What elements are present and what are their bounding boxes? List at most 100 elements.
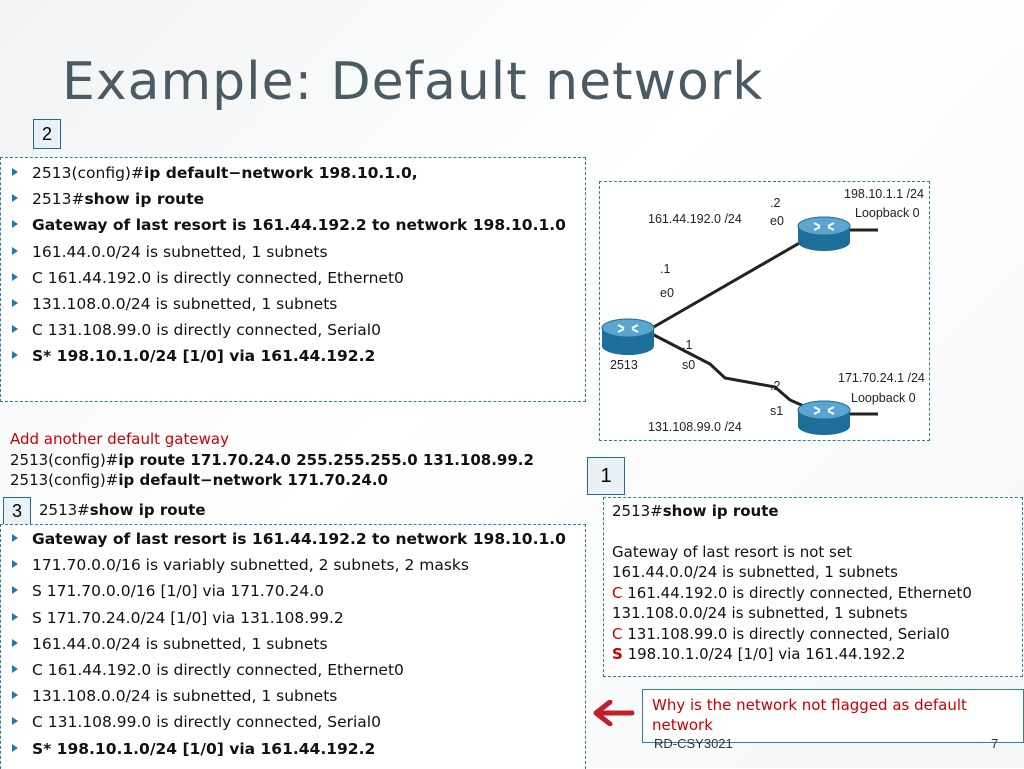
label-s0: s0: [682, 358, 696, 372]
bullet-arrow-icon: [12, 299, 18, 308]
ethernet-link: [651, 228, 823, 330]
list-item: S* 198.10.1.0/24 [1/0] via 161.44.192.2: [1, 343, 585, 369]
list-item: 2513#show ip route: [1, 186, 585, 212]
list-item: 161.44.0.0/24 is subnetted, 1 subnets: [1, 631, 585, 657]
list-item-text: C 131.108.99.0 is directly connected, Se…: [32, 713, 381, 732]
router-2513-icon: [601, 318, 655, 355]
list-item: 131.108.0.0/24 is subnetted, 1 subnets: [1, 683, 585, 709]
list-item-text: S 171.70.0.0/16 [1/0] via 171.70.24.0: [32, 582, 324, 601]
box3-prefix: 2513#: [39, 501, 90, 519]
label-dot1-e0: .1: [660, 262, 671, 276]
list-item-text: C 161.44.192.0 is directly connected, Et…: [32, 661, 404, 680]
list-item-text: 2513(config)#: [32, 164, 144, 182]
list-item: S* 198.10.1.0/24 [1/0] via 161.44.192.2: [1, 736, 585, 762]
box-number-1: 1: [587, 457, 625, 495]
list-item: C 131.108.99.0 is directly connected, Se…: [1, 709, 585, 735]
list-item-bold-text: show ip route: [84, 190, 205, 209]
bullet-arrow-icon: [12, 246, 18, 255]
bullet-arrow-icon: [12, 351, 18, 360]
right-cmd-prefix: 2513#: [612, 502, 663, 520]
list-item-bold-text: Gateway of last resort is 161.44.192.2 t…: [32, 216, 566, 235]
bullet-arrow-icon: [12, 325, 18, 334]
right-c1-line: C 161.44.192.0 is directly connected, Et…: [612, 583, 972, 604]
spacer: [612, 522, 972, 542]
label-dot1-s0: .1: [682, 338, 693, 352]
list-item: 171.70.0.0/16 is variably subnetted, 2 s…: [1, 552, 585, 578]
list-item: C 161.44.192.0 is directly connected, Et…: [1, 657, 585, 683]
add-gateway-text: Add another default gateway 2513(config)…: [10, 429, 534, 491]
list-item-text: 131.108.0.0/24 is subnetted, 1 subnets: [32, 687, 338, 706]
route-code-c1: C: [612, 583, 623, 602]
add-gateway-line-2: 2513(config)#ip default−network 171.70.2…: [10, 470, 534, 491]
bullet-arrow-icon: [12, 743, 18, 752]
right-cmd-line: 2513#show ip route: [612, 501, 972, 522]
network-diagram-svg: [601, 216, 878, 435]
route-output-panel-bottom: Gateway of last resort is 161.44.192.2 t…: [0, 524, 586, 769]
bullet-arrow-icon: [12, 560, 18, 569]
list-item-bold-text: ip default−network 198.10.1.0,: [143, 164, 418, 182]
list-item-text: 2513#: [32, 190, 85, 209]
bullet-arrow-icon: [12, 691, 18, 700]
route-c1-text: 161.44.192.0 is directly connected, Ethe…: [622, 583, 972, 602]
top-loopback-label: Loopback 0: [855, 206, 920, 220]
route-code-c2: C: [612, 624, 623, 643]
question-text: Why is the network not flagged as defaul…: [652, 696, 967, 734]
line1-prefix: 2513(config)#: [10, 450, 119, 469]
bullet-arrow-icon: [12, 272, 18, 281]
box3-command-label: 2513#show ip route: [39, 501, 206, 519]
list-item: C 161.44.192.0 is directly connected, Et…: [1, 265, 585, 291]
right-c2-line: C 131.108.99.0 is directly connected, Se…: [612, 624, 972, 645]
bottom-loopback-label: Loopback 0: [851, 391, 916, 405]
list-item: S 171.70.24.0/24 [1/0] via 131.108.99.2: [1, 605, 585, 631]
router-bottom-icon: [797, 400, 851, 435]
label-dot2-s1: .2: [770, 379, 781, 393]
list-item: S 171.70.0.0/16 [1/0] via 171.70.24.0: [1, 578, 585, 604]
list-item: 2513(config)#ip default−network 198.10.1…: [1, 160, 585, 186]
list-item: Gateway of last resort is 161.44.192.2 t…: [1, 526, 585, 552]
bullet-arrow-icon: [12, 534, 18, 542]
list-item: Gateway of last resort is 161.44.192.2 t…: [1, 212, 585, 238]
route-s-text: 198.10.1.0/24 [1/0] via 161.44.192.2: [622, 645, 906, 663]
line2-prefix: 2513(config)#: [10, 471, 119, 489]
network-diagram: 161.44.192.0 /24 .2 e0 198.10.1.1 /24 Lo…: [599, 181, 930, 441]
bullet-arrow-icon: [12, 665, 18, 674]
right-s-line: S 198.10.1.0/24 [1/0] via 161.44.192.2: [612, 644, 972, 665]
list-item: 131.108.0.0/24 is subnetted, 1 subnets: [1, 291, 585, 317]
bullet-arrow-icon: [12, 194, 18, 203]
footer-page-number: 7: [991, 736, 999, 751]
list-item: 161.44.0.0/24 is subnetted, 1 subnets: [1, 239, 585, 265]
bullet-arrow-icon: [12, 638, 18, 647]
label-s1: s1: [770, 404, 784, 418]
list-item-text: 161.44.0.0/24 is subnetted, 1 subnets: [32, 634, 328, 653]
route-code-s: S: [612, 645, 623, 663]
list-item-text: C 161.44.192.0 is directly connected, Et…: [32, 268, 404, 287]
bullet-arrow-icon: [12, 612, 18, 621]
list-item-text: C 131.108.99.0 is directly connected, Se…: [32, 321, 381, 340]
add-gateway-line-1: 2513(config)#ip route 171.70.24.0 255.25…: [10, 450, 534, 471]
box-number-2: 2: [33, 119, 61, 149]
slide-title: Example: Default network: [62, 52, 764, 112]
line2-command: ip default−network 171.70.24.0: [118, 471, 388, 489]
router-name-label: 2513: [610, 358, 638, 372]
question-box: Why is the network not flagged as defaul…: [642, 689, 1024, 743]
label-e0-left: e0: [660, 286, 674, 300]
label-e0-top: e0: [770, 214, 784, 228]
list-item: C 131.108.99.0 is directly connected, Se…: [1, 317, 585, 343]
label-dot2-top: .2: [770, 196, 781, 210]
add-gateway-heading: Add another default gateway: [10, 430, 229, 448]
box3-command: show ip route: [89, 501, 206, 519]
net-label-top: 161.44.192.0 /24: [648, 212, 742, 226]
bullet-arrow-icon: [12, 168, 18, 176]
route-c2-text: 131.108.99.0 is directly connected, Seri…: [622, 624, 950, 643]
bullet-arrow-icon: [12, 717, 18, 726]
route-output-box-right: 2513#show ip route Gateway of last resor…: [603, 497, 1023, 677]
serial-link: [651, 332, 823, 416]
net-label-bottom: 131.108.99.0 /24: [648, 420, 742, 434]
line1-command: ip route 171.70.24.0 255.255.255.0 131.1…: [118, 450, 534, 469]
right-sub2-line: 131.108.0.0/24 is subnetted, 1 subnets: [612, 604, 908, 622]
bottom-router-ip: 171.70.24.1 /24: [838, 371, 925, 385]
list-item-bold-text: S* 198.10.1.0/24 [1/0] via 161.44.192.2: [32, 739, 376, 758]
right-cmd: show ip route: [662, 502, 779, 520]
bullet-arrow-icon: [12, 586, 18, 595]
bullet-arrow-icon: [12, 220, 18, 229]
